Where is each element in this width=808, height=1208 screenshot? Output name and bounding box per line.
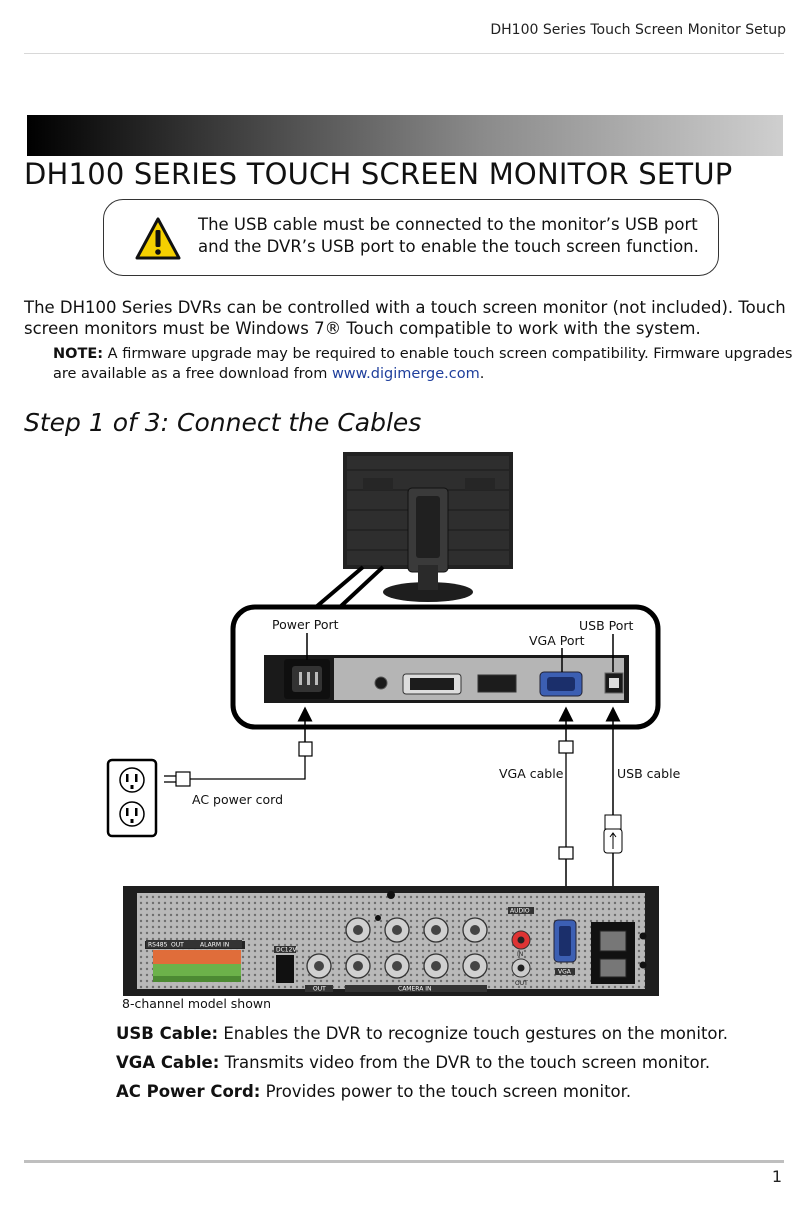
- cable-connection-diagram: Power Port USB Port VGA Port AC power co…: [106, 452, 681, 1011]
- step-heading: Step 1 of 3: Connect the Cables: [24, 408, 422, 437]
- description-term: VGA Cable:: [116, 1053, 220, 1072]
- note-end: .: [479, 366, 485, 382]
- warning-text: The USB cable must be connected to the m…: [198, 214, 699, 258]
- video-out-label: OUT: [313, 986, 326, 993]
- dc12v-label: DC12V: [276, 947, 297, 954]
- monitor-back-image: [343, 452, 513, 602]
- camera-in-label: CAMERA IN: [398, 986, 431, 993]
- digimerge-link[interactable]: www.digimerge.com: [331, 366, 480, 382]
- audio-in-label: IN: [517, 951, 523, 958]
- description-term: USB Cable:: [116, 1024, 219, 1043]
- page-title: DH100 SERIES TOUCH SCREEN MONITOR SETUP: [24, 157, 733, 191]
- note-text: A firmware upgrade may be required to en…: [53, 346, 793, 382]
- audio-label: AUDIO: [510, 908, 530, 915]
- description-text: Provides power to the touch screen monit…: [265, 1082, 632, 1101]
- alarm-in-label: ALARM IN: [200, 942, 229, 949]
- alarm-out-label: OUT: [171, 942, 184, 949]
- warning-line-1: The USB cable must be connected to the m…: [198, 215, 698, 234]
- description-term: AC Power Cord:: [116, 1082, 261, 1101]
- header-rule: [24, 53, 784, 54]
- intro-paragraph: The DH100 Series DVRs can be controlled …: [24, 297, 794, 339]
- hdmi-port: [477, 674, 517, 693]
- vga-cable-label: VGA cable: [499, 766, 564, 781]
- model-caption: 8-channel model shown: [122, 996, 271, 1011]
- note-label: NOTE:: [53, 346, 104, 362]
- warning-callout: [103, 199, 719, 276]
- wall-outlet-icon: [106, 758, 158, 838]
- rs485-label: RS485: [148, 942, 168, 949]
- footer-rule: [24, 1160, 784, 1163]
- page-number: 1: [771, 1167, 782, 1186]
- ac-power-cord-label: AC power cord: [192, 792, 283, 807]
- warning-triangle-icon: [135, 217, 181, 260]
- vga-cable-description: VGA Cable: Transmits video from the DVR …: [116, 1053, 710, 1072]
- dvr-vga-label: VGA: [558, 969, 572, 976]
- intro-line-1: The DH100 Series DVRs can be controlled …: [24, 298, 786, 317]
- usb-port-label: USB Port: [579, 618, 634, 633]
- usb-cable-description: USB Cable: Enables the DVR to recognize …: [116, 1024, 728, 1043]
- warning-line-2: and the DVR’s USB port to enable the tou…: [198, 237, 699, 256]
- audio-out-label: OUT: [515, 980, 528, 987]
- intro-line-2: screen monitors must be Windows 7® Touch…: [24, 319, 701, 338]
- description-text: Enables the DVR to recognize touch gestu…: [223, 1024, 729, 1043]
- usb-connector-icon: [603, 814, 623, 854]
- running-header: DH100 Series Touch Screen Monitor Setup: [490, 22, 786, 38]
- power-port-label: Power Port: [272, 617, 339, 632]
- description-text: Transmits video from the DVR to the touc…: [224, 1053, 711, 1072]
- usb-cable-label: USB cable: [617, 766, 681, 781]
- vga-port-label: VGA Port: [529, 633, 585, 648]
- ac-power-cord-description: AC Power Cord: Provides power to the tou…: [116, 1082, 631, 1101]
- title-banner: [27, 115, 783, 156]
- firmware-note: NOTE: A firmware upgrade may be required…: [53, 344, 793, 384]
